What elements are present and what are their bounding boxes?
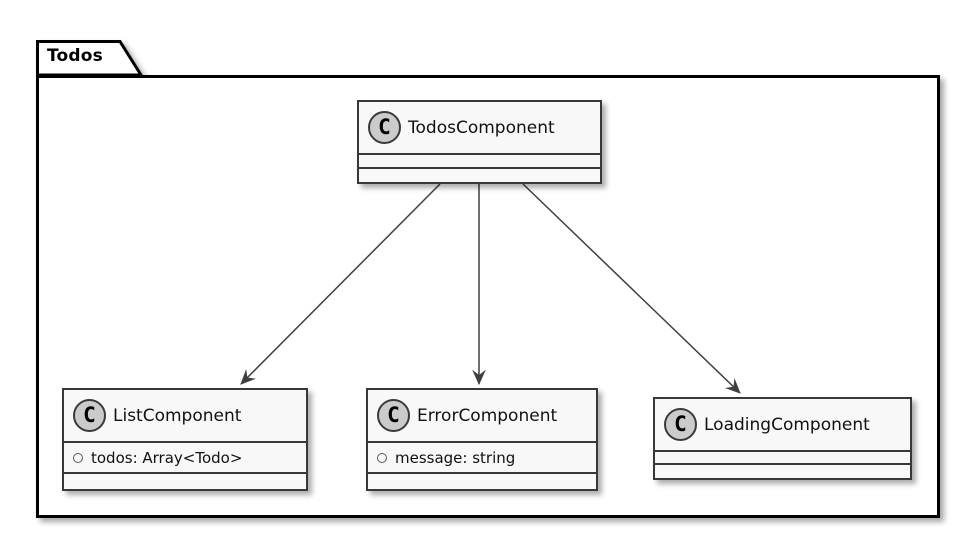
methods-compartment — [655, 463, 910, 478]
methods-compartment — [359, 167, 600, 182]
field-text: message: string — [395, 448, 516, 467]
class-name: LoadingComponent — [704, 414, 870, 435]
class-stereotype-icon: C — [664, 408, 697, 441]
class-todos-component: C TodosComponent — [357, 100, 602, 184]
class-stereotype-icon: C — [377, 399, 410, 432]
class-name: ErrorComponent — [417, 405, 558, 426]
stereotype-letter: C — [387, 403, 400, 427]
field-visibility-icon — [377, 452, 387, 463]
arrow-todos-to-list — [240, 183, 441, 385]
arrow-todos-to-loading — [522, 183, 741, 394]
field-text: todos: Array<Todo> — [91, 448, 243, 467]
stereotype-letter: C — [674, 412, 687, 436]
package-tab — [36, 40, 144, 77]
field-visibility-icon — [73, 452, 83, 463]
fields-compartment: todos: Array<Todo> — [64, 441, 306, 472]
stereotype-letter: C — [83, 403, 96, 427]
fields-compartment — [359, 153, 600, 167]
fields-compartment: message: string — [368, 441, 596, 472]
class-loading-component: C LoadingComponent — [653, 397, 912, 480]
class-header: C TodosComponent — [359, 102, 600, 153]
methods-compartment — [368, 472, 596, 487]
fields-compartment — [655, 450, 910, 463]
class-name: ListComponent — [113, 405, 242, 426]
class-header: C ErrorComponent — [368, 390, 596, 441]
class-name: TodosComponent — [408, 117, 555, 138]
class-header: C LoadingComponent — [655, 399, 910, 450]
class-list-component: C ListComponent todos: Array<Todo> — [62, 388, 308, 491]
class-error-component: C ErrorComponent message: string — [366, 388, 598, 491]
stereotype-letter: C — [378, 115, 391, 139]
class-stereotype-icon: C — [368, 111, 401, 144]
class-header: C ListComponent — [64, 390, 306, 441]
package-title: Todos — [47, 46, 103, 66]
methods-compartment — [64, 472, 306, 487]
class-stereotype-icon: C — [73, 399, 106, 432]
